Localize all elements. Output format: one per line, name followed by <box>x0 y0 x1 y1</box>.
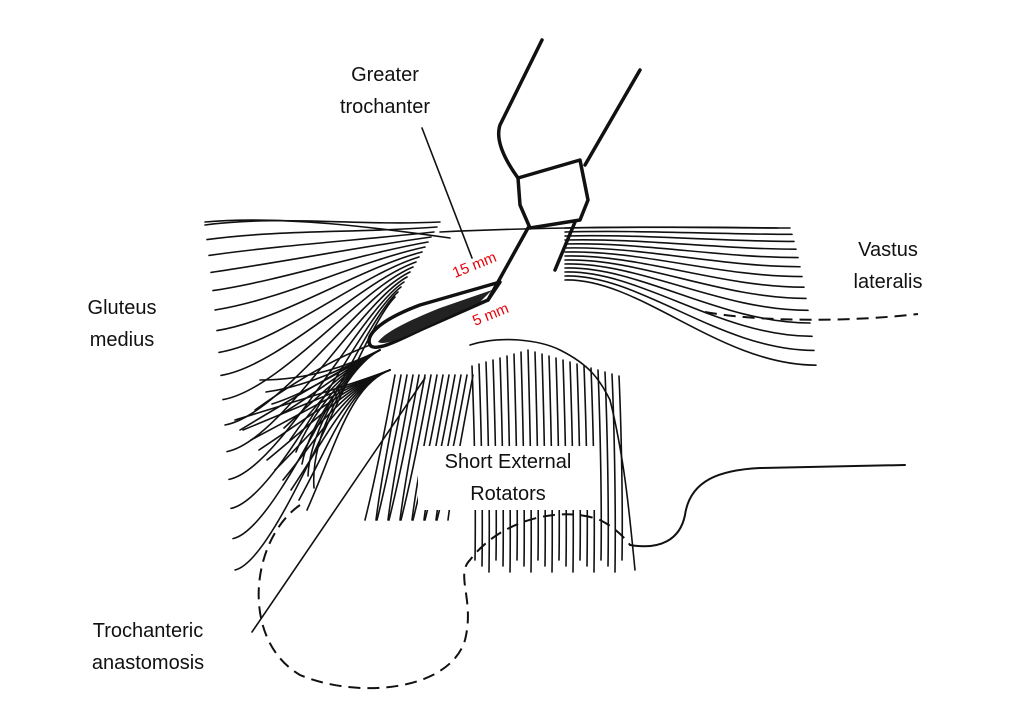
vastus-fiber <box>439 226 779 233</box>
vastus-fiber <box>564 263 809 312</box>
gluteus-fiber <box>230 286 402 510</box>
measurement-15mm: 15 mm <box>450 249 499 282</box>
label-line: lateralis <box>853 271 923 293</box>
gluteus-fiber <box>206 226 438 241</box>
vastus-fiber <box>564 247 801 268</box>
femoral-head-outline <box>257 504 631 690</box>
vastus-fiber <box>564 234 795 243</box>
vastus-fiber <box>564 259 807 300</box>
label-line: Rotators <box>470 483 546 505</box>
rotator-fiber <box>399 374 426 521</box>
vastus-fiber <box>564 255 805 288</box>
vastus-fiber <box>564 275 815 352</box>
label-line: anastomosis <box>91 652 205 674</box>
label-line: Vastus <box>858 239 918 261</box>
rotator-fiber <box>364 374 396 521</box>
rotator-fiber <box>611 373 617 573</box>
label-line: medius <box>89 329 155 351</box>
vastus-fiber <box>564 271 813 338</box>
gluteus-fiber <box>218 256 420 354</box>
femur-outline <box>629 464 906 548</box>
label-line: Gluteus <box>87 297 157 319</box>
rotator-fiber <box>387 374 414 521</box>
trochanteric-anastomosis-leader <box>251 377 426 633</box>
trochanter-cavity <box>239 280 502 431</box>
gluteus-fiber <box>204 219 451 239</box>
gluteus-fiber <box>208 231 435 257</box>
gluteus-fiber <box>226 276 408 453</box>
label-vastus-lateralis: Vastus lateralis <box>838 234 938 298</box>
gluteus-fiber <box>210 236 432 274</box>
gluteus-fiber <box>306 369 391 511</box>
vastus-fiber <box>564 251 803 278</box>
rotator-fiber <box>400 374 432 521</box>
vastus-fiber <box>564 243 799 259</box>
rotator-outline <box>469 338 611 401</box>
rotator-fiber <box>376 374 408 521</box>
label-greater-trochanter: Greater trochanter <box>325 59 445 123</box>
label-line: Short External <box>444 451 572 473</box>
label-line: Trochanteric <box>92 620 204 642</box>
gluteus-fiber <box>216 251 423 332</box>
label-line: trochanter <box>339 96 431 118</box>
label-trochanteric-anastomosis: Trochanteric anastomosis <box>68 615 228 679</box>
instrument <box>486 38 642 302</box>
gluteus-fiber <box>220 261 417 377</box>
gluteus-fiber <box>214 246 426 311</box>
vastus-fiber <box>564 279 817 366</box>
rotator-fiber <box>388 374 420 521</box>
label-gluteus-medius: Gluteus medius <box>72 292 172 356</box>
rotator-fiber <box>604 371 610 567</box>
muscle-fibers <box>204 219 817 571</box>
rotator-outline <box>609 399 636 571</box>
gluteus-fiber <box>212 241 429 292</box>
rotator-fiber <box>375 374 402 521</box>
gluteus-fiber <box>222 266 414 401</box>
greater-trochanter-leader <box>421 127 473 259</box>
vastus-lateralis-dashed-line <box>704 311 919 321</box>
gluteus-fiber <box>228 281 405 481</box>
vastus-fiber <box>564 230 793 236</box>
vastus-fiber <box>564 238 797 250</box>
label-line: Greater <box>351 64 419 86</box>
label-short-external-rotators: Short External Rotators <box>418 446 598 510</box>
vastus-fiber <box>564 267 811 324</box>
rotator-fiber <box>618 375 624 561</box>
gluteus-fiber <box>204 219 441 226</box>
rotator-fiber <box>597 369 603 561</box>
